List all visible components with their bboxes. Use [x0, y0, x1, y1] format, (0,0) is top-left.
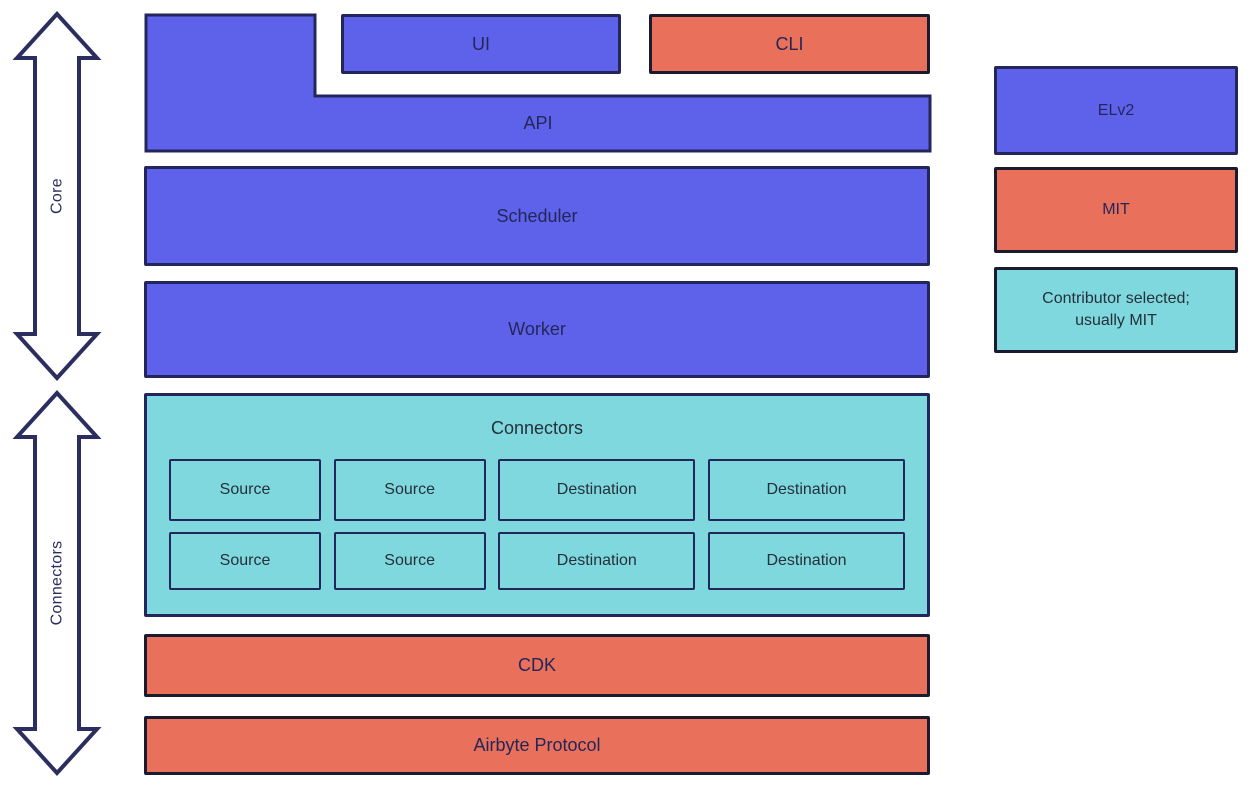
cli-block: CLI	[649, 14, 930, 74]
ui-block: UI	[341, 14, 621, 74]
connectors-block: Connectors Source Source Destination Des…	[144, 393, 930, 617]
legend-elv2: ELv2	[994, 66, 1238, 155]
destination-connector-cell: Destination	[498, 459, 696, 521]
legend-mit: MIT	[994, 167, 1238, 253]
api-block-shape	[144, 13, 932, 153]
api-block-label: API	[523, 113, 553, 133]
source-connector-cell: Source	[169, 459, 321, 521]
destination-connector-cell: Destination	[498, 532, 696, 590]
destination-connector-cell: Destination	[707, 532, 905, 590]
source-connector-cell: Source	[169, 532, 321, 590]
connectors-block-title: Connectors	[490, 418, 584, 438]
core-range-arrow	[12, 11, 102, 381]
airbyte-protocol-block: Airbyte Protocol	[144, 716, 930, 775]
connectors-range-arrow	[12, 390, 102, 776]
core-range-label: Core	[49, 178, 66, 214]
worker-block: Worker	[144, 281, 930, 378]
source-connector-cell: Source	[333, 532, 486, 590]
cdk-block: CDK	[144, 634, 930, 697]
scheduler-block: Scheduler	[144, 166, 930, 266]
connectors-grid: Source Source Destination Destination So…	[169, 459, 905, 590]
connectors-range-label: Connectors	[49, 541, 66, 626]
legend-contributor-selected: Contributor selected; usually MIT	[994, 267, 1238, 353]
destination-connector-cell: Destination	[707, 459, 905, 521]
source-connector-cell: Source	[333, 459, 486, 521]
